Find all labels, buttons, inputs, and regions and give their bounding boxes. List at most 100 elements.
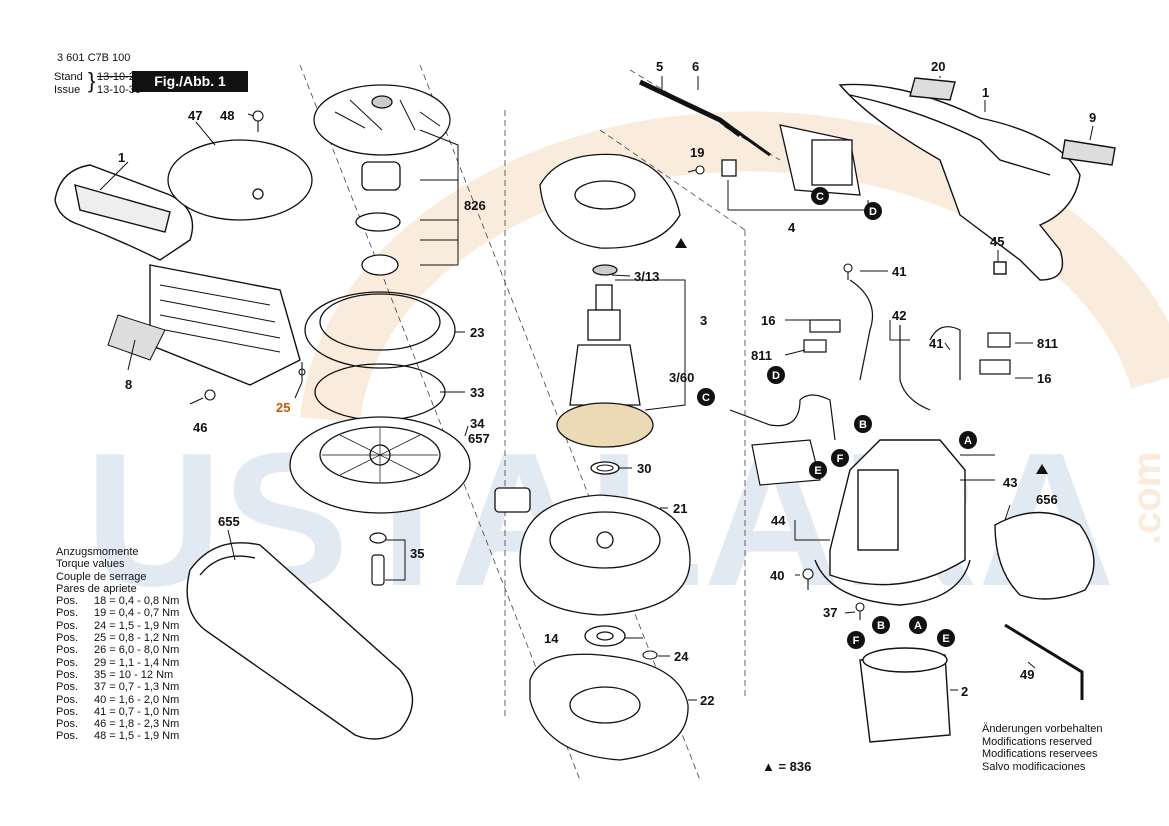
torque-pos: Pos. bbox=[56, 644, 79, 657]
torque-value: 46 = 1,8 - 2,3 Nm bbox=[94, 718, 180, 731]
doc-number: 3 601 C7B 100 bbox=[57, 52, 131, 64]
dust-cap-47 bbox=[167, 139, 313, 221]
part-labels: 1 8 47 48 25 46 826 23 33 34 657 655 35 … bbox=[118, 59, 1096, 708]
torque-pos: Pos. bbox=[56, 595, 79, 608]
torque-row: Pos. 46 = 1,8 - 2,3 Nm bbox=[56, 718, 179, 730]
label-34: 34 bbox=[470, 416, 485, 431]
rings-and-pad bbox=[289, 291, 471, 514]
label-41-b: 41 bbox=[929, 336, 943, 351]
torque-value: 35 = 10 - 12 Nm bbox=[94, 668, 174, 681]
label-plate-8 bbox=[107, 314, 166, 361]
label-48: 48 bbox=[220, 108, 234, 123]
label-35: 35 bbox=[410, 546, 424, 561]
fan-826 bbox=[313, 84, 451, 276]
screw-35 bbox=[369, 532, 387, 586]
torque-pos: Pos. bbox=[56, 681, 79, 694]
base-21 bbox=[494, 487, 691, 616]
note-line: Salvo modificaciones bbox=[982, 760, 1086, 773]
torque-table: Anzugsmomente Torque values Couple de se… bbox=[56, 546, 179, 743]
label-47: 47 bbox=[188, 108, 202, 123]
marker-e: E bbox=[814, 465, 821, 477]
torque-pos: Pos. bbox=[56, 632, 79, 645]
label-655: 655 bbox=[218, 514, 240, 529]
label-25: 25 bbox=[276, 400, 290, 415]
note-line: Änderungen vorbehalten bbox=[982, 723, 1103, 735]
triangle-markers bbox=[675, 238, 1048, 474]
torque-title: Anzugsmomente bbox=[56, 546, 139, 558]
torque-pos: Pos. bbox=[56, 619, 79, 632]
label-4: 4 bbox=[788, 220, 796, 235]
label-2: 2 bbox=[961, 684, 968, 699]
torque-value: 48 = 1,5 - 1,9 Nm bbox=[94, 730, 180, 743]
cover-656 bbox=[994, 511, 1095, 600]
small-screws bbox=[189, 110, 865, 660]
figure-label: Fig./Abb. 1 bbox=[132, 71, 248, 92]
label-22: 22 bbox=[700, 693, 714, 708]
label-1: 1 bbox=[118, 150, 125, 165]
marker-a: A bbox=[964, 435, 972, 447]
label-33: 33 bbox=[470, 385, 484, 400]
label-42: 42 bbox=[892, 308, 906, 323]
label-24: 24 bbox=[674, 649, 689, 664]
torque-pos: Pos. bbox=[56, 668, 79, 681]
label-5: 5 bbox=[656, 59, 663, 74]
torque-row: Pos.19 = 0,4 - 0,7 Nm bbox=[56, 607, 179, 619]
torque-pos: Pos. bbox=[56, 693, 79, 706]
label-1b: 1 bbox=[982, 85, 989, 100]
torque-pos: Pos. bbox=[56, 718, 79, 731]
label-21: 21 bbox=[673, 501, 687, 516]
torque-value: 18 = 0,4 - 0,8 Nm bbox=[94, 595, 180, 608]
label-43: 43 bbox=[1003, 475, 1017, 490]
marker-f: F bbox=[853, 635, 860, 647]
label-23: 23 bbox=[470, 325, 484, 340]
label-19: 19 bbox=[690, 145, 704, 160]
marker-a: A bbox=[914, 620, 922, 632]
torque-row: Pos. 40 = 1,6 - 2,0 Nm bbox=[56, 694, 179, 706]
marker-d: D bbox=[869, 206, 877, 218]
marker-d: D bbox=[772, 370, 780, 382]
label-8: 8 bbox=[125, 377, 132, 392]
torque-value: 40 = 1,6 - 2,0 Nm bbox=[94, 693, 180, 706]
torque-row: Pos.25 = 0,8 - 1,2 Nm bbox=[56, 632, 179, 644]
label-826: 826 bbox=[464, 198, 486, 213]
triangle-icon bbox=[1036, 464, 1048, 474]
torque-row: Pos. 18 = 0,4 - 0,8 Nm bbox=[56, 595, 179, 607]
wiring-brushes bbox=[729, 279, 1011, 486]
torque-pos: Pos. bbox=[56, 730, 79, 743]
marker-c: C bbox=[816, 191, 824, 203]
label-656: 656 bbox=[1036, 492, 1058, 507]
label-45: 45 bbox=[990, 234, 1004, 249]
torque-value: 24 = 1,5 - 1,9 Nm bbox=[94, 619, 180, 632]
torque-row: Pos.29 = 1,1 - 1,4 Nm bbox=[56, 657, 179, 669]
label-811-a: 811 bbox=[751, 348, 772, 363]
torque-value: 19 = 0,4 - 0,7 Nm bbox=[94, 607, 180, 620]
triangle-legend: ▲ = 836 bbox=[762, 759, 812, 774]
torque-row: Pos.26 = 6,0 - 8,0 Nm bbox=[56, 644, 179, 656]
torque-row: Pos. 24 = 1,5 - 1,9 Nm bbox=[56, 620, 179, 632]
label-30: 30 bbox=[637, 461, 651, 476]
torque-title: Pares de apriete bbox=[56, 582, 137, 595]
note-line: Modifications reservees bbox=[982, 748, 1098, 760]
torque-row: Pos.41 = 0,7 - 1,0 Nm bbox=[56, 706, 179, 718]
armature-3 bbox=[556, 264, 654, 475]
bearing-14 bbox=[584, 625, 626, 647]
marker-f: F bbox=[837, 453, 844, 465]
label-49: 49 bbox=[1020, 667, 1034, 682]
marker-c: C bbox=[702, 392, 710, 404]
old-date: 13-10-23 bbox=[97, 71, 142, 83]
torque-value: 41 = 0,7 - 1,0 Nm bbox=[94, 705, 180, 718]
brace-icon: } bbox=[88, 68, 96, 93]
leader-lines bbox=[99, 76, 1094, 701]
torque-title: Couple de serrage bbox=[56, 570, 147, 583]
stator-2 bbox=[859, 647, 951, 743]
watermark-suffix: .com bbox=[1125, 452, 1169, 545]
marker-e: E bbox=[942, 633, 949, 645]
connector-markers: C D D C B A F E F B A E bbox=[697, 187, 977, 649]
label-6: 6 bbox=[692, 59, 699, 74]
shroud-22 bbox=[529, 653, 689, 761]
housing-left bbox=[149, 264, 301, 386]
label-37: 37 bbox=[823, 605, 837, 620]
triangle-icon bbox=[675, 238, 687, 248]
